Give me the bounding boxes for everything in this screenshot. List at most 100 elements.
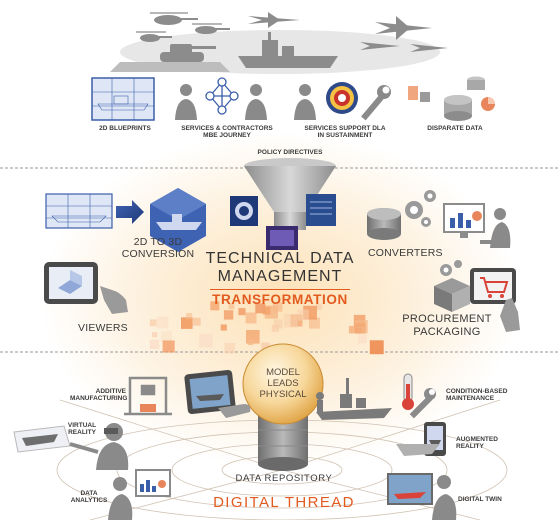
mosaic-square [357, 334, 367, 344]
soldier-icon [294, 84, 316, 120]
mosaic-square [210, 301, 220, 311]
warship-icon [238, 32, 338, 68]
mosaic-square [297, 309, 309, 321]
label-procurement-packaging: PROCUREMENT PACKAGING [392, 313, 502, 338]
mosaic-square [348, 325, 357, 334]
mosaic-square [156, 316, 169, 329]
sphere-line3: PHYSICAL [259, 388, 307, 400]
helicopter-icon [136, 31, 172, 42]
document-thumbnails [230, 194, 336, 250]
worker-icon [316, 392, 324, 412]
warship-photo-icon [316, 378, 392, 420]
sphere-line2: LEADS [267, 377, 299, 389]
3d-ship-model-icon [150, 188, 206, 252]
mosaic-square [149, 339, 160, 350]
label-procurement-line2: PACKAGING [413, 325, 481, 338]
mosaic-square [284, 313, 298, 328]
tank-icon [160, 44, 216, 62]
mosaic-square [161, 331, 172, 342]
label-2d-blueprints: 2D BLUEPRINTS [99, 125, 151, 132]
additive-line2: MANUFACTURING [70, 395, 128, 403]
mosaic-square [186, 313, 193, 320]
tdm-divider-rule [210, 289, 350, 290]
label-data-analytics: DATA ANALYTICS [64, 490, 114, 505]
label-2d-to-3d-line2: CONVERSION [121, 248, 195, 261]
blueprint-icon [91, 77, 155, 121]
label-services-support-dla: SERVICES SUPPORT DLA IN SUSTAINMENT [290, 125, 400, 140]
tablet-ship-icon [184, 369, 236, 415]
mosaic-square [228, 303, 235, 310]
ar-line2: REALITY [456, 443, 484, 451]
label-condition-based-maintenance: CONDITION-BASED MAINTENANCE [446, 388, 507, 403]
label-disparate-data: DISPARATE DATA [427, 125, 483, 132]
network-icon [205, 77, 239, 115]
label-services-contractors-line1: SERVICES & CONTRACTORS [181, 125, 273, 132]
helicopter-icon [192, 23, 230, 34]
mosaic-square [261, 342, 270, 352]
fighter-jet-icon [375, 16, 432, 40]
mosaic-square [181, 317, 193, 329]
label-2d-to-3d-conversion: 2D TO 3D CONVERSION [118, 236, 198, 260]
mosaic-square [247, 339, 254, 346]
thermometer-icon [402, 373, 414, 410]
monitor-chart-icon [443, 203, 485, 238]
hand-touch-icon [500, 298, 520, 332]
label-services-contractors: SERVICES & CONTRACTORS MBE JOURNEY [172, 125, 282, 140]
fighter-jet-icon [360, 42, 400, 50]
military-silhouettes [110, 12, 448, 74]
label-data-repository: DATA REPOSITORY [235, 473, 333, 484]
fighter-jet-icon [248, 12, 300, 28]
package-box-icon [434, 260, 470, 312]
additive-line1: ADDITIVE [95, 388, 126, 395]
helicopter-icon [150, 12, 198, 25]
mosaic-square [315, 303, 322, 310]
shopping-cart-tablet-icon [470, 268, 516, 304]
mosaic-square [162, 340, 175, 353]
dla-seal-icon [326, 82, 358, 114]
digital-twin-monitor-person-icon [387, 473, 457, 520]
disparate-data-icon [408, 76, 495, 121]
mosaic-square [238, 308, 246, 316]
mosaic-square [273, 319, 283, 329]
mosaic-square [355, 323, 366, 334]
vr-headset-person-icon [13, 423, 129, 470]
label-services-support-dla-line1: SERVICES SUPPORT DLA [304, 125, 386, 132]
mosaic-square [309, 317, 320, 329]
mosaic-square [220, 324, 227, 331]
model-leads-physical-sphere [242, 343, 324, 425]
gears-icon [405, 190, 436, 227]
mosaic-square [369, 340, 384, 355]
label-converters: CONVERTERS [368, 247, 443, 259]
label-tdm-line2: MANAGEMENT [217, 268, 343, 286]
mosaic-square [192, 317, 201, 326]
mosaic-square [199, 333, 213, 348]
hand-holding-icon [218, 404, 251, 418]
transformation-pixel-mosaic [149, 301, 384, 355]
blueprint-2d-icon [45, 193, 113, 229]
mosaic-square [262, 306, 271, 315]
contractor-people-icon [175, 84, 267, 120]
hand-pointer-icon [100, 286, 128, 314]
mosaic-square [149, 319, 157, 327]
database-icon [367, 208, 401, 240]
wrench-icon [409, 388, 436, 419]
label-digital-thread: DIGITAL THREAD [213, 494, 355, 511]
mosaic-square [245, 312, 257, 324]
label-2d-to-3d-line1: 2D TO 3D [133, 236, 183, 248]
label-digital-twin: DIGITAL TWIN [458, 496, 502, 503]
label-services-contractors-line2: MBE JOURNEY [203, 132, 251, 140]
analyst-person-icon [480, 208, 511, 248]
label-viewers: VIEWERS [78, 322, 128, 334]
cbm-line1: CONDITION-BASED [446, 388, 508, 395]
label-policy-directives: POLICY DIRECTIVES [257, 149, 323, 156]
sphere-line1: MODEL [266, 367, 300, 378]
wrench-icon [361, 85, 391, 121]
analytics-line1: DATA [80, 490, 98, 497]
label-tdm-line1: TECHNICAL DATA [205, 250, 355, 267]
label-model-leads-physical: MODEL LEADS PHYSICAL [248, 367, 318, 401]
3d-printer-icon [124, 376, 172, 416]
cbm-line2: MAINTENANCE [446, 395, 495, 403]
mosaic-square [273, 302, 283, 312]
